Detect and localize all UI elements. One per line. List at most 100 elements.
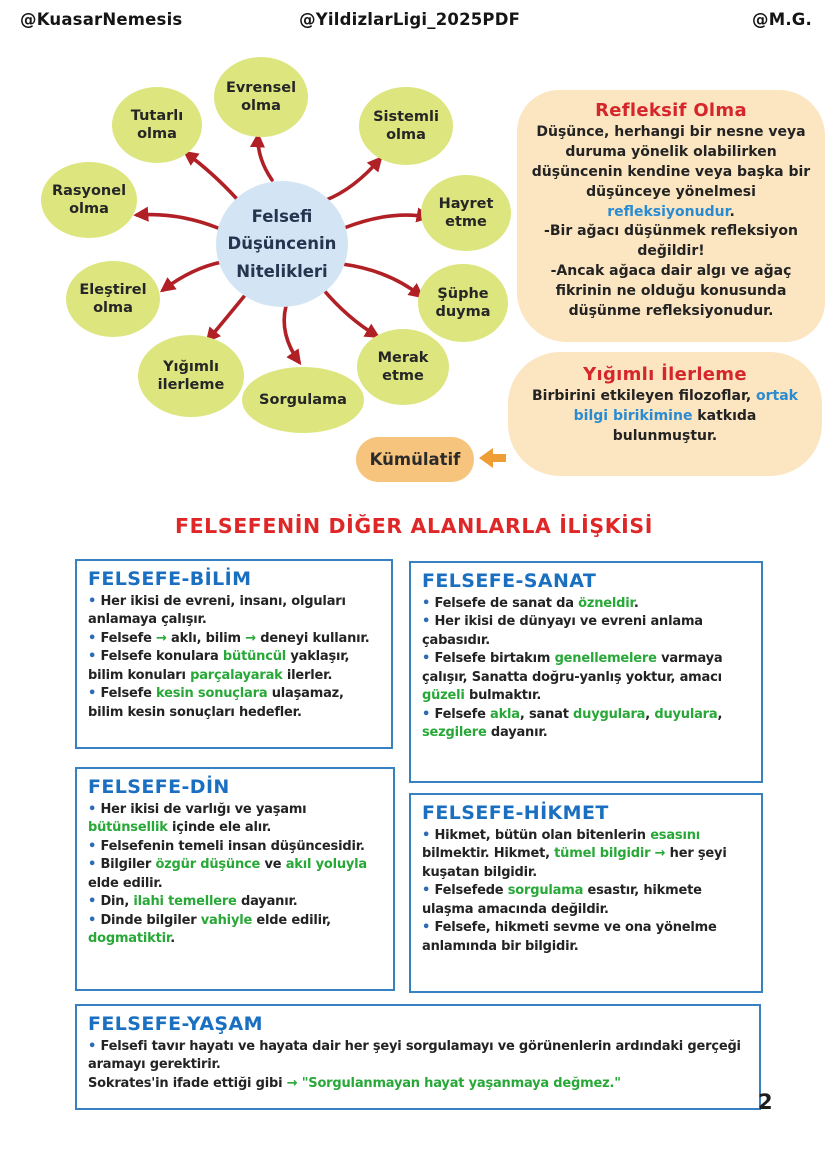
- keyword-text: sezgilere: [422, 725, 487, 741]
- keyword-text: parçalayarak: [190, 667, 283, 683]
- body-text: Felsefi tavır hayatı ve hayata dair her …: [88, 1039, 741, 1073]
- box-felsefe-sanat: FELSEFE-SANAT • Felsefe de sanat da özne…: [409, 561, 763, 783]
- body-text: Her ikisi de varlığı ve yaşamı: [100, 802, 307, 817]
- body-text: Felsefe konulara: [100, 649, 223, 665]
- arrow-tutarli: [182, 150, 238, 200]
- box-title: FELSEFE-HİKMET: [422, 802, 609, 824]
- credit-right: @M.G.: [752, 10, 812, 29]
- body-text: içinde ele alır.: [167, 820, 272, 836]
- callout-yigimli-ilerleme: Yığımlı İlerleme Birbirini etkileyen fil…: [508, 352, 822, 476]
- callout-title: Refleksif Olma: [595, 100, 747, 121]
- bullet-dot: •: [88, 686, 101, 702]
- body-text: katkıda bulunmuştur.: [612, 407, 757, 444]
- body-text: ulaşamaz, bilim kesin sonuçları hedefler…: [88, 686, 344, 720]
- body-text: -Bir ağacı düşünmek refleksiyon değildir…: [544, 223, 798, 260]
- body-text: Her ikisi de evreni, insanı, olguları an…: [88, 594, 346, 628]
- mindmap-node-suphe-duyma: Şüphe duyma: [418, 264, 508, 342]
- box-title: FELSEFE-DİN: [88, 776, 230, 798]
- box-felsefe-din: FELSEFE-DİN • Her ikisi de varlığı ve ya…: [75, 767, 395, 991]
- body-text: Felsefe de sanat da: [434, 596, 579, 611]
- bullet-line: • Felsefe konulara bütüncül yaklaşır, bi…: [88, 648, 380, 685]
- bullet-line: • Felsefe, hikmeti sevme ve ona yönelme …: [422, 919, 750, 956]
- bullet-dot: •: [88, 630, 101, 646]
- mindmap-node-sistemli-olma: Sistemli olma: [359, 87, 453, 165]
- keyword-text: →: [245, 630, 256, 646]
- bullet-dot: •: [422, 706, 435, 722]
- keyword-text: refleksiyonudur: [607, 203, 730, 220]
- callout-paragraph: Birbirini etkileyen filozoflar, ortak bi…: [522, 387, 808, 447]
- body-text: her şeyi kuşatan bilgidir.: [422, 846, 727, 880]
- body-text: dayanır.: [486, 725, 548, 741]
- credit-center: @YildizlarLigi_2025PDF: [299, 10, 521, 29]
- keyword-text: →: [286, 1075, 298, 1091]
- body-text: .: [170, 931, 175, 947]
- bullet-dot: •: [422, 596, 435, 611]
- mindmap-node-sorgulama: Sorgulama: [242, 367, 364, 433]
- keyword-text: akla: [490, 706, 520, 722]
- body-text: ve: [260, 857, 286, 873]
- kumulatif-bubble: Kümülatif: [356, 437, 474, 482]
- keyword-text: özgür düşünce: [155, 857, 261, 873]
- callout-body: Düşünce, herhangi bir nesne veya duruma …: [531, 123, 811, 322]
- keyword-text: tümel bilgidir: [554, 846, 651, 862]
- arrow-rasyonel: [133, 206, 220, 230]
- body-text: deneyi kullanır.: [255, 630, 370, 646]
- bullet-line: • Felsefe kesin sonuçlara ulaşamaz, bili…: [88, 685, 380, 722]
- bullet-dot: •: [422, 828, 435, 843]
- bullet-dot: •: [88, 857, 101, 873]
- mindmap-diagram: Tutarlı olma Evrensel olma Sistemli olma…: [0, 40, 520, 510]
- bullet-line: • Felsefe akla, sanat duygulara, duyular…: [422, 706, 750, 743]
- body-text: esastır, hikmete ulaşma amacında değildi…: [422, 883, 702, 917]
- keyword-text: "Sorgulanmayan hayat yaşanmaya değmez.": [301, 1075, 621, 1091]
- body-text: Felsefe: [100, 630, 157, 646]
- body-text: yaklaşır, bilim konuları: [88, 649, 350, 683]
- callout-title: Yığımlı İlerleme: [583, 364, 747, 385]
- bullet-dot: •: [88, 894, 101, 910]
- body-text: elde edilir,: [252, 912, 331, 928]
- arrow-merak: [320, 286, 381, 338]
- credit-left: @KuasarNemesis: [20, 10, 183, 29]
- body-text: varmaya çalışır, Sanatta doğru-yanlış yo…: [422, 651, 723, 685]
- callout-paragraph: Düşünce, herhangi bir nesne veya duruma …: [531, 123, 811, 222]
- page-number: 2: [758, 1090, 773, 1114]
- body-text: -Ancak ağaca dair algı ve ağaç fikrinin …: [550, 263, 792, 319]
- box-felsefe-bilim: FELSEFE-BİLİM • Her ikisi de evreni, ins…: [75, 559, 393, 749]
- bullet-line: • Felsefenin temeli insan düşüncesidir.: [88, 838, 382, 856]
- arrow-sorgulama: [282, 304, 302, 366]
- bullet-line: • Felsefi tavır hayatı ve hayata dair he…: [88, 1038, 748, 1075]
- arrow-hayret: [342, 207, 432, 230]
- body-text: Felsefe: [100, 686, 157, 702]
- body-text: , sanat: [519, 706, 574, 722]
- box-felsefe-hikmet: FELSEFE-HİKMET • Hikmet, bütün olan bite…: [409, 793, 763, 993]
- body-text: .: [729, 203, 735, 220]
- bullet-dot: •: [422, 883, 435, 899]
- mindmap-node-rasyonel-olma: Rasyonel olma: [41, 162, 137, 238]
- mindmap-node-tutarli-olma: Tutarlı olma: [112, 87, 202, 163]
- callout-paragraph: -Ancak ağaca dair algı ve ağaç fikrinin …: [531, 262, 811, 322]
- bullet-line: • Felsefe → aklı, bilim → deneyi kullanı…: [88, 630, 380, 648]
- keyword-text: esasını: [650, 828, 701, 843]
- bullet-line: • Her ikisi de varlığı ve yaşamı bütünse…: [88, 801, 382, 838]
- keyword-text: kesin sonuçlara: [156, 686, 268, 702]
- mindmap-node-evrensel-olma: Evrensel olma: [214, 57, 308, 137]
- body-text: Dinde bilgiler: [100, 912, 201, 928]
- body-text: Her ikisi de dünyayı ve evreni anlama ça…: [422, 614, 703, 648]
- section-title: FELSEFENİN DİĞER ALANLARLA İLİŞKİSİ: [174, 514, 654, 538]
- callout-paragraph: -Bir ağacı düşünmek refleksiyon değildir…: [531, 222, 811, 262]
- body-text: ,: [717, 706, 723, 722]
- body-text: Birbirini etkileyen filozoflar,: [532, 388, 757, 404]
- body-text: ilerler.: [282, 667, 333, 683]
- arrow-evrensel: [249, 132, 274, 182]
- body-text: elde edilir.: [88, 875, 163, 891]
- body-text: Sokrates'in ifade ettiği gibi: [88, 1075, 287, 1091]
- keyword-text: vahiyle: [200, 912, 253, 928]
- keyword-text: özneldir: [578, 596, 634, 611]
- body-text: Düşünce, herhangi bir nesne veya duruma …: [531, 124, 811, 200]
- body-text: Felsefe: [434, 706, 491, 722]
- keyword-text: duygulara: [573, 706, 646, 722]
- box-body: • Felsefe de sanat da özneldir.• Her iki…: [422, 595, 750, 743]
- bullet-dot: •: [422, 920, 435, 936]
- bullet-dot: •: [88, 594, 101, 609]
- keyword-text: dogmatiktir: [88, 931, 171, 947]
